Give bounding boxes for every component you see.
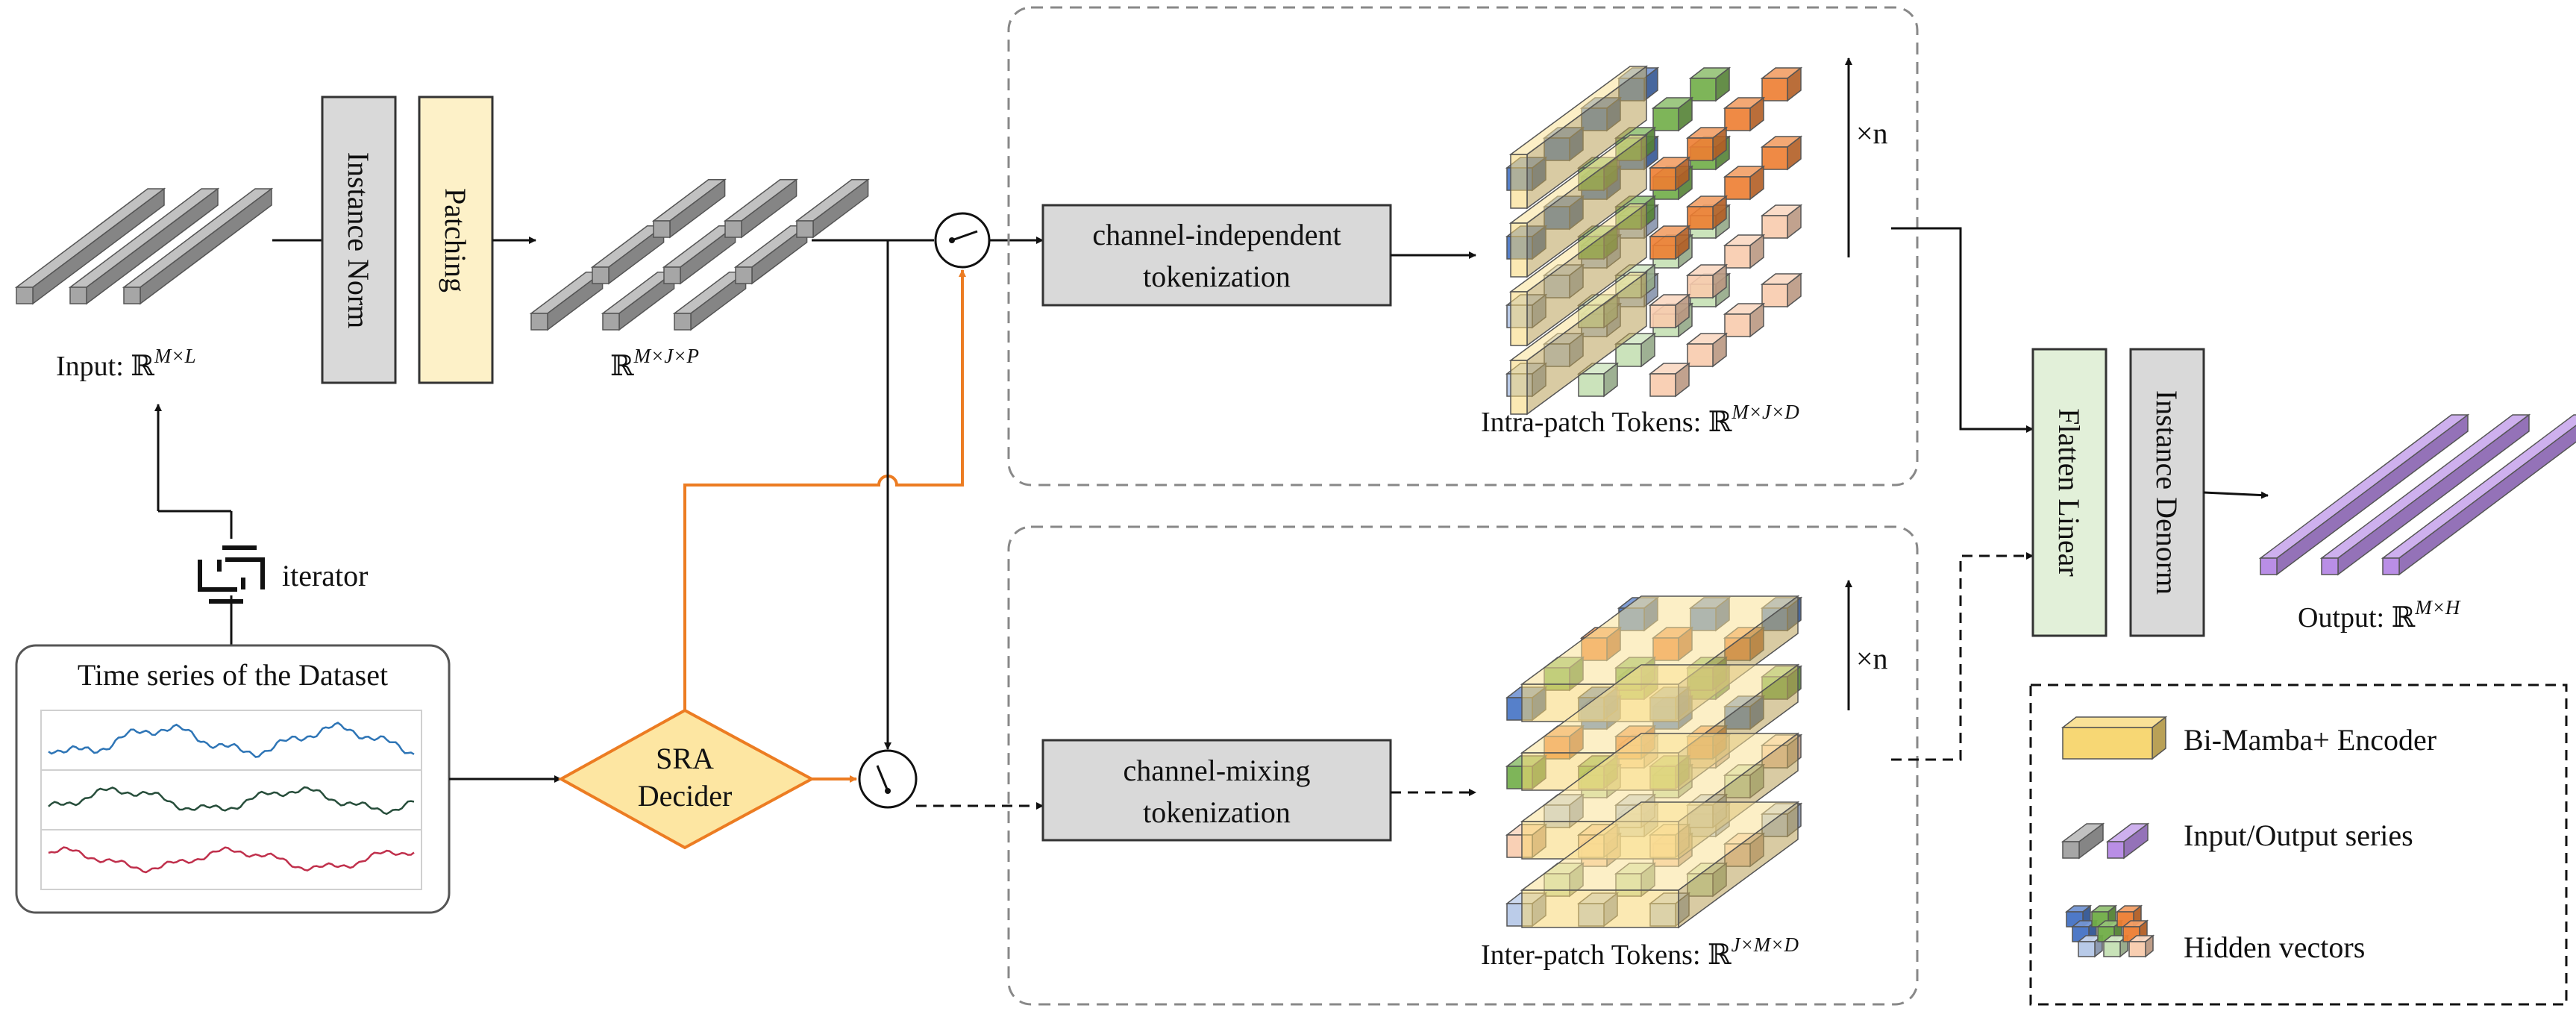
inter-repeat-label: ×n xyxy=(1856,642,1888,675)
patch-bar xyxy=(795,178,870,239)
legend-box xyxy=(2029,683,2568,1006)
dataset-series-2 xyxy=(48,786,415,816)
token-vector xyxy=(1648,156,1691,192)
inter-to-flatten-arrow xyxy=(1891,552,2034,761)
output-series-bar xyxy=(2381,414,2576,576)
instance-norm-block[interactable]: Instance Norm xyxy=(321,96,397,384)
encoder-slab xyxy=(1508,65,1649,210)
instance-denorm-label: Instance Denorm xyxy=(2150,390,2184,595)
token-vector xyxy=(1688,66,1732,102)
token-vector xyxy=(1723,96,1766,132)
legend-encoder-swatch xyxy=(2061,716,2168,760)
inter-patch-region xyxy=(1007,525,1919,1006)
token-vector xyxy=(1576,362,1620,398)
token-vector xyxy=(1760,272,1803,308)
encoder-slab xyxy=(1508,134,1649,278)
patch-bar xyxy=(672,271,748,331)
instance-denorm-block[interactable]: Instance Denorm xyxy=(2129,348,2205,637)
token-vector xyxy=(1685,263,1729,299)
patch-bar xyxy=(723,178,798,239)
token-vector xyxy=(1685,332,1729,368)
instance-norm-label: Instance Norm xyxy=(342,152,375,329)
token-vector xyxy=(1648,362,1691,398)
sra-control-to-top-switch xyxy=(683,269,966,710)
intra-patch-token-cube xyxy=(1505,65,1803,416)
iterator-icon xyxy=(198,545,265,604)
token-vector xyxy=(1685,195,1729,231)
token-vector xyxy=(1648,225,1691,260)
token-vector xyxy=(1723,165,1766,201)
ci-line2: tokenization xyxy=(1143,260,1291,293)
patching-label: Patching xyxy=(439,188,472,292)
output-series-bar xyxy=(2258,413,2470,576)
flatten-linear-label: Flatten Linear xyxy=(2052,408,2086,576)
channel-independent-tokenization[interactable]: channel-independent tokenization xyxy=(1041,204,1392,307)
sra-decider-line2: Decider xyxy=(638,779,733,813)
input-series-bar xyxy=(14,187,166,305)
token-vector xyxy=(1685,126,1729,162)
dataset-box: Time series of the Dataset xyxy=(15,644,451,914)
legend-series-swatch xyxy=(2061,822,2150,860)
input-series-bar xyxy=(68,187,220,305)
output-series-bar xyxy=(2319,413,2531,576)
token-vector xyxy=(1723,302,1766,338)
patching-block[interactable]: Patching xyxy=(418,96,494,384)
token-vector xyxy=(1760,66,1803,102)
encoder-slab xyxy=(1520,801,1800,929)
token-vector xyxy=(1648,293,1691,329)
dataset-series-1 xyxy=(48,722,415,758)
token-vector xyxy=(1723,234,1766,269)
patched-series-group xyxy=(529,178,870,331)
input-series-bar xyxy=(122,187,274,305)
sra-decider[interactable]: SRA Decider xyxy=(557,708,815,850)
token-vector xyxy=(1760,204,1803,240)
dataset-title: Time series of the Dataset xyxy=(78,658,388,692)
sra-decider-line1: SRA xyxy=(656,742,714,775)
patched-label: ℝM×J×P xyxy=(610,345,699,382)
legend-encoder-label: Bi-Mamba+ Encoder xyxy=(2184,723,2436,757)
legend-series-label: Input/Output series xyxy=(2184,819,2413,852)
inter-tokens-label: Inter-patch Tokens: ℝJ×M×D xyxy=(1481,933,1799,971)
ci-line1: channel-independent xyxy=(1092,218,1341,251)
patch-bar xyxy=(733,225,809,285)
input-series-group xyxy=(14,187,274,305)
cm-line2: tokenization xyxy=(1143,795,1291,829)
intra-repeat-label: ×n xyxy=(1856,116,1888,150)
intra-patch-region xyxy=(1007,6,1919,487)
bottom-switch-icon[interactable] xyxy=(858,749,918,809)
legend-hidden-swatch xyxy=(2064,904,2155,958)
token-vector xyxy=(1651,96,1694,132)
inter-patch-token-cube xyxy=(1505,595,1803,929)
flatten-linear-block[interactable]: Flatten Linear xyxy=(2031,348,2108,637)
cm-line1: channel-mixing xyxy=(1123,754,1310,787)
token-vector xyxy=(1760,135,1803,171)
intra-to-flatten-arrow xyxy=(1891,227,2034,433)
encoder-slab xyxy=(1508,202,1649,347)
channel-mixing-tokenization[interactable]: channel-mixing tokenization xyxy=(1041,739,1392,842)
output-series-group xyxy=(2258,413,2576,576)
patch-bar xyxy=(651,178,727,239)
input-label: Input: ℝM×L xyxy=(56,345,196,382)
dataset-series-3 xyxy=(48,846,415,874)
intra-tokens-label: Intra-patch Tokens: ℝM×J×D xyxy=(1481,401,1799,438)
top-switch-icon[interactable] xyxy=(934,212,991,269)
iterator-label: iterator xyxy=(282,559,369,592)
denorm-to-output-arrow xyxy=(2203,491,2269,499)
encoder-slab xyxy=(1508,271,1649,416)
output-label: Output: ℝM×H xyxy=(2298,596,2461,633)
legend-hidden-label: Hidden vectors xyxy=(2184,930,2365,964)
